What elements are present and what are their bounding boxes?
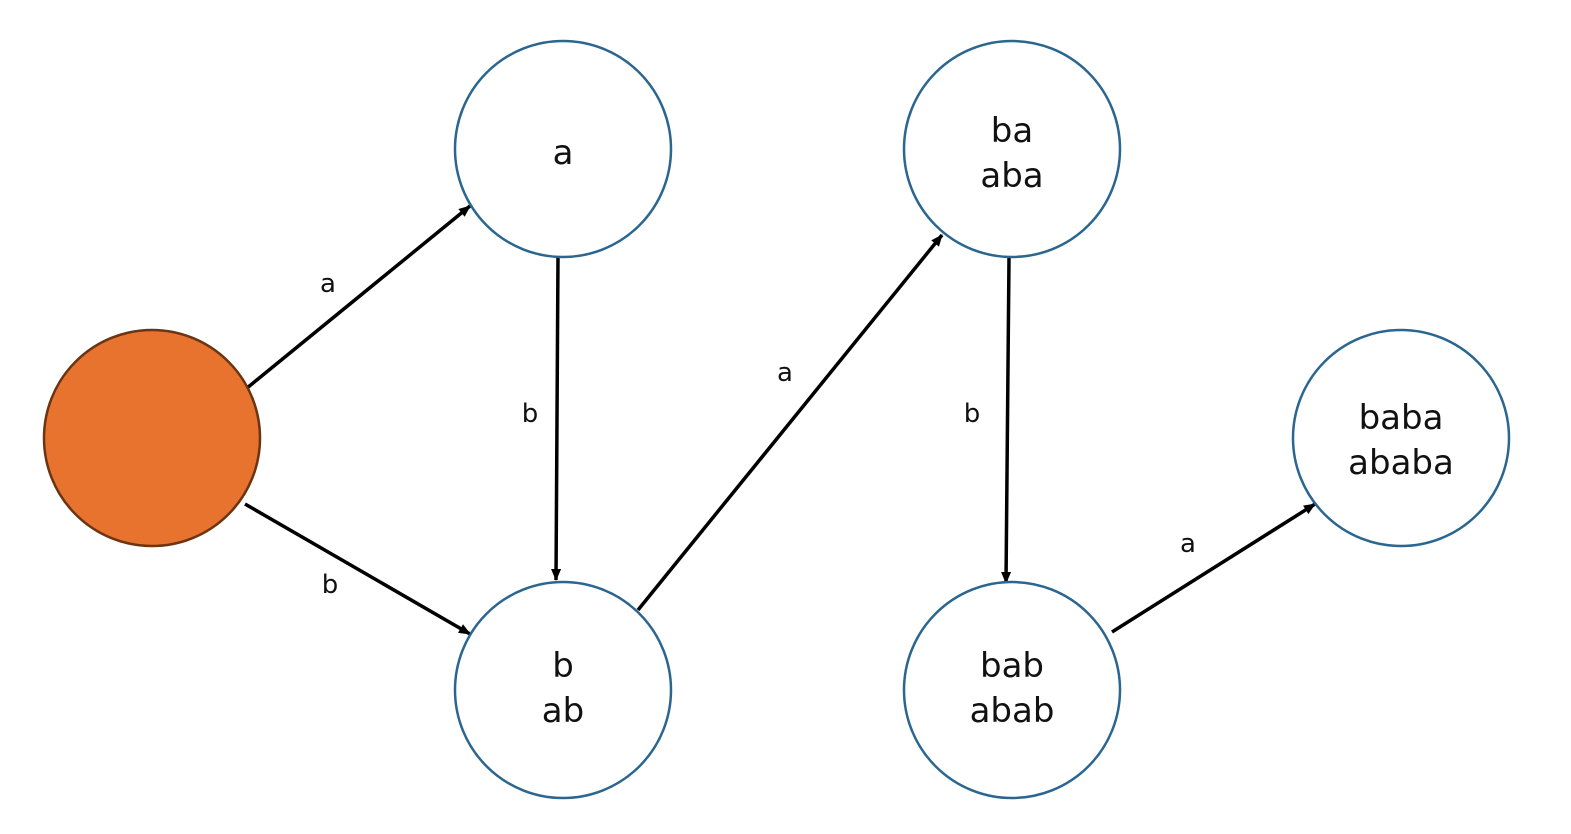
state-bab-abab-label-line-1: bab	[980, 646, 1044, 686]
transitions	[244, 204, 1316, 636]
edge-ba-aba-to-bab-abab	[1001, 257, 1012, 584]
state-b-ab: b ab	[453, 580, 673, 800]
edge-label-ba-aba-to-bab-abab: b	[964, 399, 981, 429]
state-b-ab-label-line-1: b	[552, 646, 574, 686]
state-ba-aba: ba aba	[902, 39, 1122, 259]
edge-a-to-b-ab	[551, 255, 562, 581]
edge-start-to-b-ab	[244, 502, 471, 636]
state-ba-aba-circle	[902, 39, 1122, 259]
state-b-ab-label-line-2: ab	[542, 691, 584, 731]
state-a-circle	[453, 39, 673, 259]
state-bab-abab-circle	[902, 580, 1122, 800]
state-ba-aba-label-line-1: ba	[991, 111, 1033, 151]
edge-b-ab-to-ba-aba	[636, 233, 944, 612]
edge-label-start-to-a: a	[320, 269, 336, 299]
edge-label-bab-abab-to-baba-ababa: a	[1180, 529, 1196, 559]
transition-labels: a b b a b a	[320, 269, 1196, 600]
edge-label-b-ab-to-ba-aba: a	[777, 358, 793, 388]
state-baba-ababa-circle	[1291, 328, 1511, 548]
state-start	[42, 328, 262, 548]
state-baba-ababa: baba ababa	[1291, 328, 1511, 548]
state-baba-ababa-label-line-2: ababa	[1348, 443, 1454, 483]
state-a: a	[453, 39, 673, 259]
start-state-circle	[42, 328, 262, 548]
edge-bab-abab-to-baba-ababa	[1111, 502, 1316, 634]
state-a-label-line-1: a	[553, 133, 574, 173]
state-baba-ababa-label-line-1: baba	[1359, 398, 1444, 438]
edge-label-a-to-b-ab: b	[522, 399, 539, 429]
state-b-ab-circle	[453, 580, 673, 800]
state-bab-abab: bab abab	[902, 580, 1122, 800]
edge-start-to-a	[245, 204, 472, 390]
edge-label-start-to-b-ab: b	[322, 570, 339, 600]
state-ba-aba-label-line-2: aba	[980, 156, 1043, 196]
state-bab-abab-label-line-2: abab	[970, 691, 1055, 731]
